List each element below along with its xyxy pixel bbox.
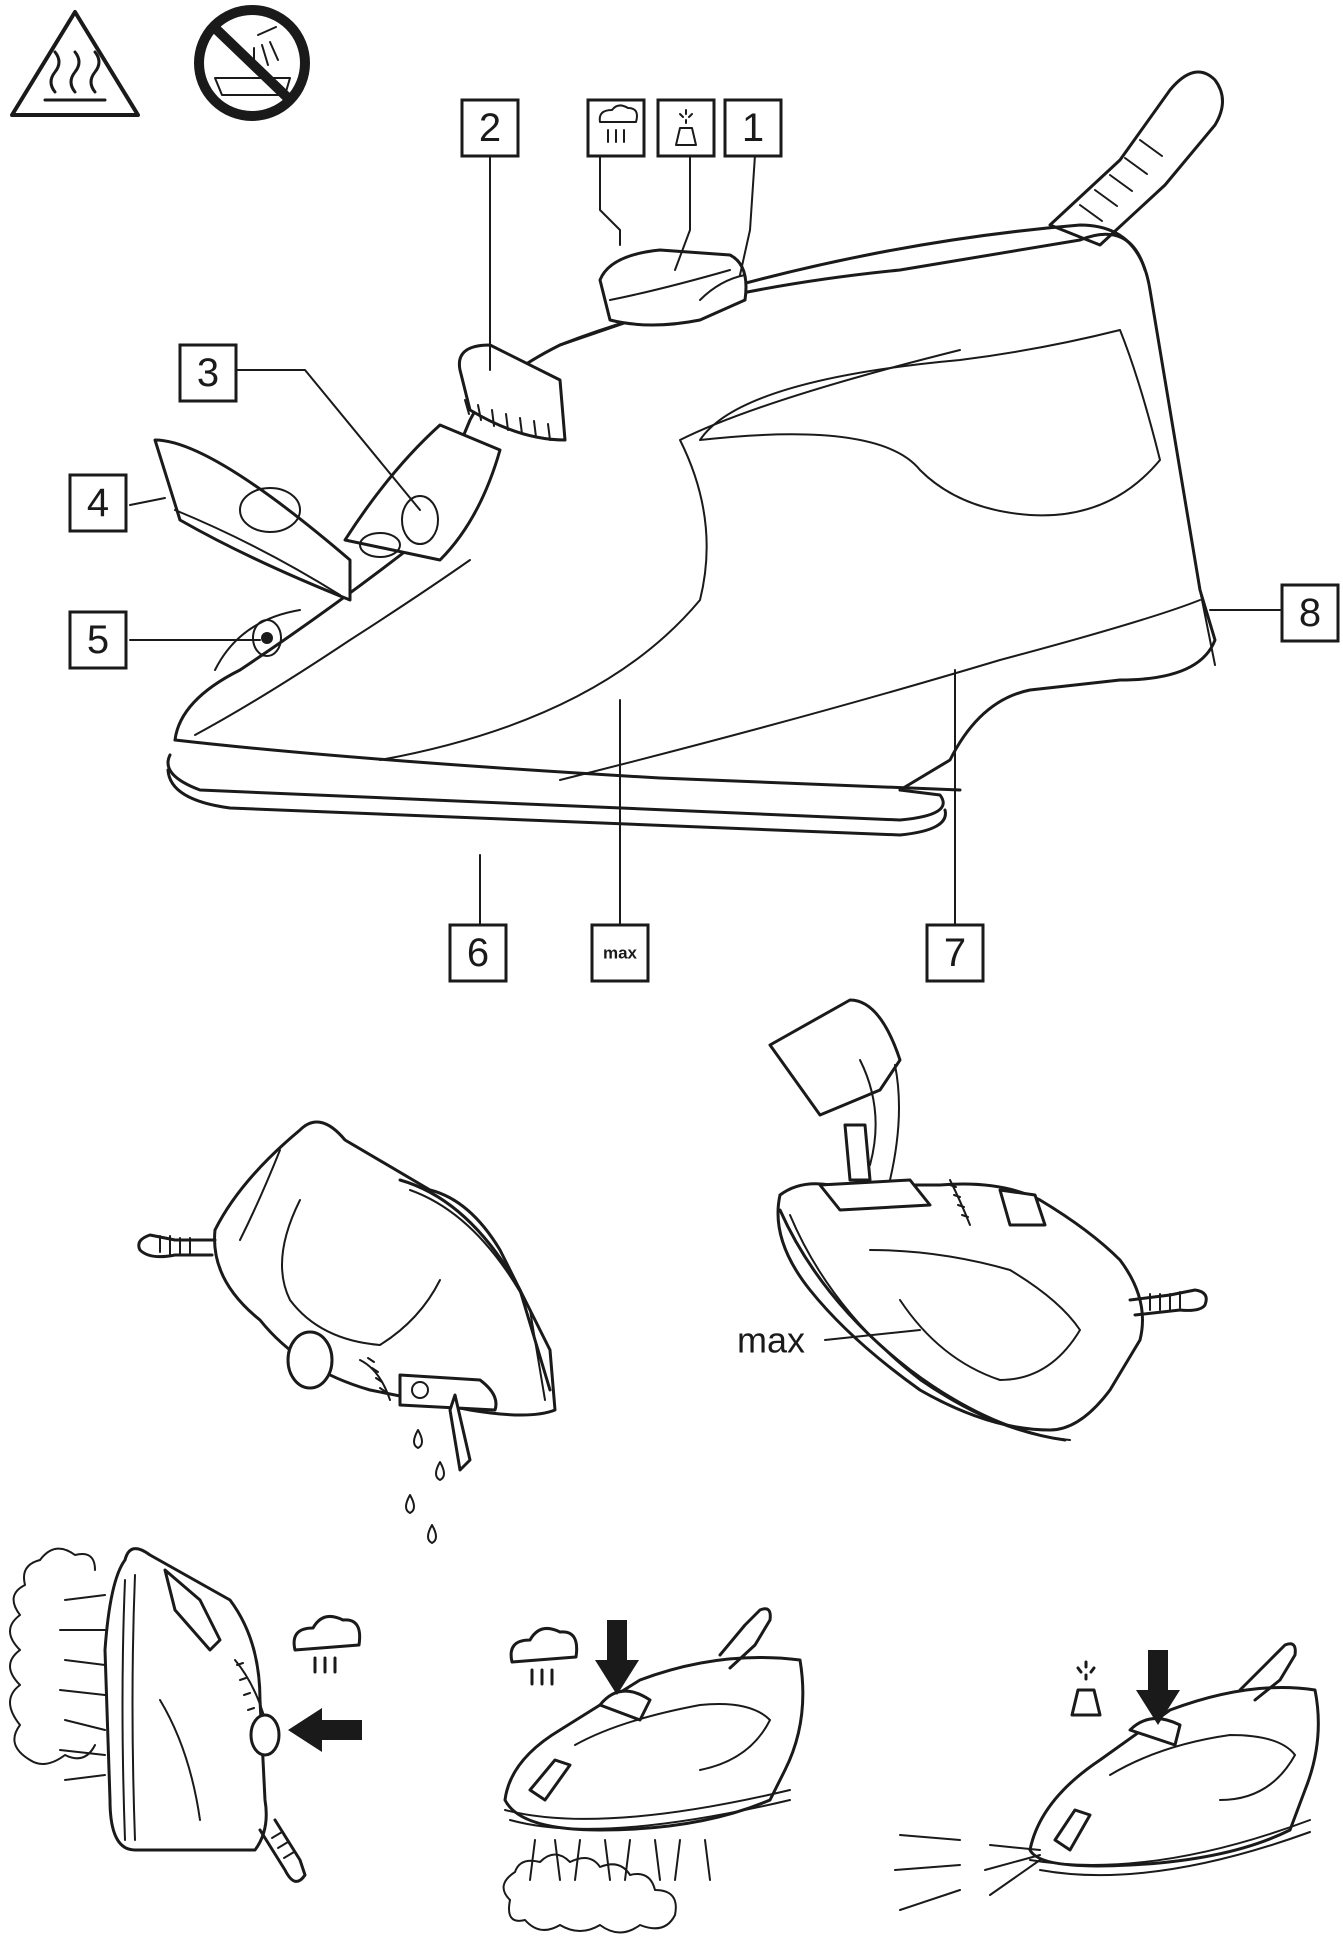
- svg-text:7: 7: [944, 931, 966, 975]
- steam-spray-buttons: [598, 248, 748, 327]
- hot-surface-warning-icon: [10, 10, 140, 117]
- callout-3: 3: [178, 343, 238, 403]
- empty-water-illustration: [137, 1120, 557, 1544]
- temperature-dial: [457, 343, 567, 442]
- spray-nozzle: [214, 609, 301, 671]
- steam-cloud-icon: [586, 98, 646, 158]
- vertical-steam-illustration: [9, 1547, 362, 1883]
- no-bath-shower-icon: [194, 5, 310, 121]
- cord-guard: [1048, 70, 1224, 247]
- callout-1: 1: [723, 98, 783, 158]
- callout-5: 5: [68, 610, 128, 670]
- fill-water-illustration: max: [737, 998, 1208, 1442]
- spray-icon: [656, 98, 716, 158]
- callout-8: 8: [1280, 583, 1340, 643]
- callout-7: 7: [925, 923, 985, 983]
- svg-text:3: 3: [197, 351, 219, 395]
- svg-text:6: 6: [467, 931, 489, 975]
- svg-text:max: max: [603, 944, 638, 963]
- soleplate: [166, 753, 945, 822]
- svg-text:4: 4: [87, 481, 109, 525]
- callout-6: 6: [448, 923, 508, 983]
- callout-4: 4: [68, 473, 128, 533]
- iron-body: [173, 223, 1217, 792]
- handle-opening: [699, 329, 1161, 517]
- spray-illustration: [894, 1642, 1320, 1911]
- svg-text:1: 1: [742, 106, 764, 150]
- water-fill-lid: [153, 438, 352, 602]
- callout-2: 2: [460, 98, 520, 158]
- max-level-label: max: [737, 1320, 805, 1361]
- svg-text:8: 8: [1299, 591, 1321, 635]
- water-fill-opening: [343, 423, 502, 562]
- steam-burst-illustration: [502, 1607, 805, 1934]
- main-iron-illustration: 1 2 3 4 5 6 max 7 8: [68, 70, 1340, 983]
- svg-text:2: 2: [479, 106, 501, 150]
- callout-max: max: [590, 923, 650, 983]
- svg-text:5: 5: [87, 618, 109, 662]
